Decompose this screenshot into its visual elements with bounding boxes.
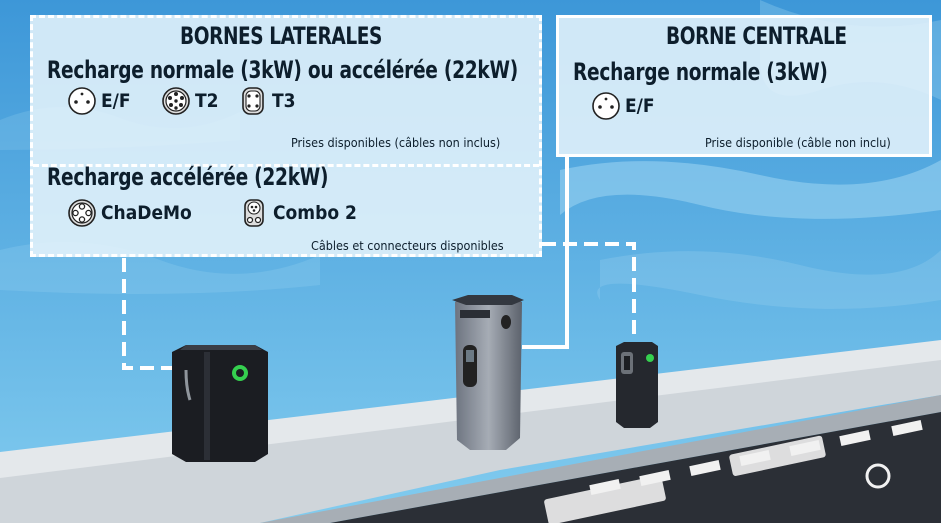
t3-plug-icon [242, 87, 264, 115]
lateral-charger-left [172, 345, 268, 462]
plug-combo2: Combo 2 [239, 198, 357, 228]
central-charger-panel: BORNE CENTRALE Recharge normale (3kW) E/… [556, 15, 932, 157]
ef-plug-icon [68, 87, 96, 115]
chademo-plug-icon [68, 199, 96, 227]
plug-chademo-label: ChaDeMo [101, 202, 192, 224]
plug-ef-label: E/F [101, 90, 131, 112]
plug-t2-lateral: T2 [161, 86, 219, 116]
plug-combo2-label: Combo 2 [273, 202, 357, 224]
lateral-section2-note: Câbles et connecteurs disponibles [311, 238, 504, 253]
connector-lines [122, 157, 636, 370]
lateral-panel-title: BORNES LATERALES [180, 22, 382, 50]
plug-ef-lateral: E/F [67, 86, 131, 116]
road-markings [544, 419, 923, 523]
road [330, 412, 941, 523]
plug-t2-label: T2 [195, 90, 219, 112]
central-heading: Recharge normale (3kW) [573, 58, 828, 86]
lateral-section2-heading: Recharge accélérée (22kW) [47, 163, 329, 191]
lateral-charger-right [616, 342, 658, 428]
t2-plug-icon [162, 87, 190, 115]
central-note: Prise disponible (câble non inclu) [705, 135, 891, 150]
lateral-section-divider [33, 164, 539, 167]
curb [260, 395, 941, 523]
plug-t3-label: T3 [272, 90, 296, 112]
plug-ef-label: E/F [625, 95, 655, 117]
combo2-plug-icon [244, 199, 264, 227]
lateral-section1-heading: Recharge normale (3kW) ou accélérée (22k… [47, 56, 518, 84]
plug-t3-lateral: T3 [238, 86, 296, 116]
plug-chademo: ChaDeMo [67, 198, 192, 228]
central-panel-title: BORNE CENTRALE [666, 22, 847, 50]
central-charger [452, 295, 524, 450]
lateral-chargers-panel: BORNES LATERALES Recharge normale (3kW) … [30, 15, 542, 257]
lateral-section1-note: Prises disponibles (câbles non inclus) [291, 135, 501, 150]
ef-plug-icon [592, 92, 620, 120]
plug-ef-central: E/F [591, 91, 655, 121]
